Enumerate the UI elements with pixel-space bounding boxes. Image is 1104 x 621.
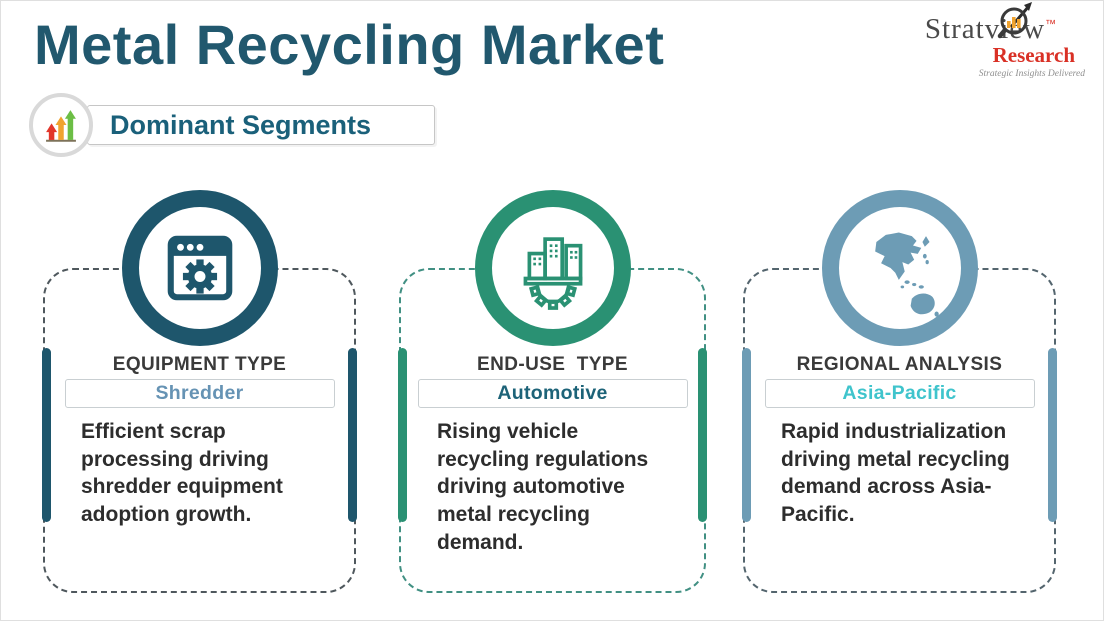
regional-icon-circle <box>821 190 978 346</box>
end-use-icon-circle <box>474 190 631 346</box>
asia-pacific-map-icon <box>874 232 941 320</box>
badge-label: Dominant Segments <box>87 105 435 145</box>
card-description: Rapid industrialization driving metal re… <box>781 420 1010 527</box>
segment-card-equipment-type: EQUIPMENT TYPE Shredder Efficient scrap … <box>42 190 357 593</box>
logo-tagline: Strategic Insights Delivered <box>978 69 1085 79</box>
card-accent-bar-left <box>398 348 407 522</box>
card-value: Shredder <box>155 382 244 404</box>
magnifier-chart-icon <box>997 2 1032 39</box>
card-value: Asia-Pacific <box>842 382 957 404</box>
card-description: Rising vehicle recycling regulations dri… <box>437 420 649 554</box>
logo-research-text: Research <box>992 43 1075 67</box>
segment-card-end-use-type: END-USE TYPE Automotive Rising vehicle r… <box>398 190 707 593</box>
stratview-logo: Stratview™ Research Strategic Insights D… <box>893 2 1089 79</box>
card-title: END-USE TYPE <box>477 354 628 375</box>
buildings-gear-icon <box>523 237 582 310</box>
card-description: Efficient scrap processing driving shred… <box>81 420 283 527</box>
app-window-gear-icon <box>167 235 232 301</box>
card-accent-bar-left <box>42 348 51 522</box>
card-value-box: Automotive <box>417 379 688 408</box>
logo-trademark: ™ <box>1045 18 1058 31</box>
card-accent-bar-left <box>742 348 751 522</box>
card-title: EQUIPMENT TYPE <box>112 354 287 375</box>
growth-arrows-circle <box>29 93 93 157</box>
card-accent-bar-right <box>698 348 707 522</box>
card-value: Automotive <box>497 382 608 404</box>
card-title: REGIONAL ANALYSIS <box>796 354 1003 375</box>
card-accent-bar-right <box>1048 348 1057 522</box>
equipment-icon-circle <box>121 190 278 346</box>
card-value-box: Asia-Pacific <box>764 379 1035 408</box>
card-accent-bar-right <box>348 348 357 522</box>
growth-arrows-icon <box>46 110 76 142</box>
logo-brand-name: Stratview™ <box>893 2 1089 46</box>
page-title: Metal Recycling Market <box>34 13 665 76</box>
card-value-box: Shredder <box>64 379 335 408</box>
segment-card-regional-analysis: REGIONAL ANALYSIS Asia-Pacific Rapid ind… <box>742 190 1057 593</box>
